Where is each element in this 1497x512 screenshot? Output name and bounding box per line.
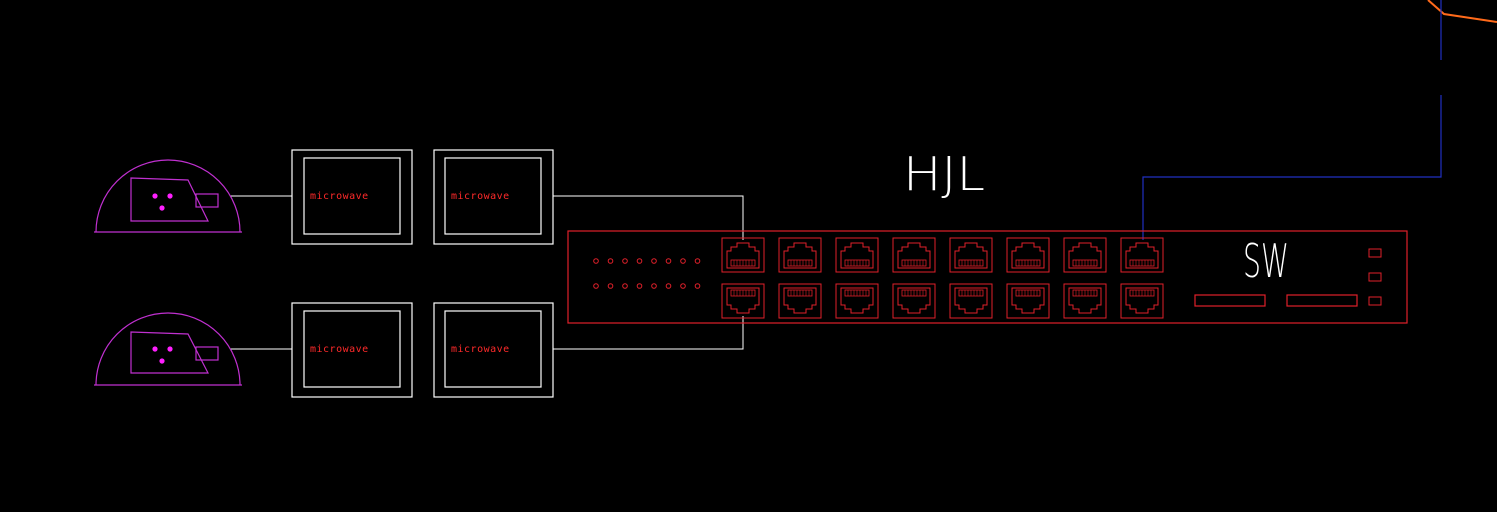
rj45-port <box>949 283 993 319</box>
indicator-led <box>694 283 701 289</box>
indicator-led <box>622 283 628 289</box>
cable-links <box>230 195 744 350</box>
indicator-led <box>680 258 686 264</box>
indicator-led <box>665 283 672 289</box>
switch-chassis <box>567 230 1408 324</box>
microwave-unit-4: microwave <box>433 302 554 398</box>
rj45-port <box>835 237 879 273</box>
microwave-unit-2: microwave <box>433 149 554 245</box>
rj45-port <box>1006 237 1050 273</box>
rj45-port <box>721 237 765 273</box>
antenna-1-dots <box>152 193 173 211</box>
cable-mw2-switch <box>553 195 744 240</box>
switch-ports <box>721 237 1164 319</box>
indicator-led <box>665 258 672 264</box>
rj45-port <box>1120 283 1164 319</box>
switch-label: SW <box>1243 234 1289 288</box>
side-led <box>1368 248 1382 258</box>
antenna-dish-1 <box>94 159 242 233</box>
diagram-title: HJL <box>903 147 985 201</box>
rj45-port <box>892 237 936 273</box>
rj45-port <box>1063 237 1107 273</box>
switch-slot-1 <box>1194 294 1266 307</box>
switch-slot-2 <box>1286 294 1358 307</box>
rj45-port <box>778 283 822 319</box>
rj45-port <box>892 283 936 319</box>
side-led <box>1368 296 1382 306</box>
indicator-led <box>593 283 599 289</box>
microwave-unit-1: microwave <box>291 149 413 245</box>
network-switch: SW <box>567 230 1408 324</box>
indicator-led <box>694 258 701 264</box>
rj45-port <box>1120 237 1164 273</box>
rj45-port <box>721 283 765 319</box>
uplink-line <box>1142 95 1442 240</box>
cable-mw4-switch <box>553 316 744 350</box>
rj45-port <box>835 283 879 319</box>
side-led <box>1368 272 1382 282</box>
indicator-led <box>680 283 686 289</box>
indicator-led <box>651 283 657 289</box>
external-link-line <box>1427 0 1497 23</box>
microwave-label: microwave <box>310 344 369 355</box>
microwave-label: microwave <box>310 191 369 202</box>
antenna-dish-2 <box>94 312 242 386</box>
indicator-leds <box>593 258 701 289</box>
indicator-led <box>636 258 643 264</box>
indicator-led <box>636 283 643 289</box>
indicator-led <box>607 258 614 264</box>
indicator-led <box>651 258 657 264</box>
microwave-label: microwave <box>451 191 510 202</box>
rj45-port <box>949 237 993 273</box>
indicator-led <box>607 283 614 289</box>
side-leds <box>1368 248 1382 306</box>
rj45-port <box>1063 283 1107 319</box>
microwave-label: microwave <box>451 344 510 355</box>
indicator-led <box>622 258 628 264</box>
antenna-2-dots <box>152 346 173 364</box>
rj45-port <box>778 237 822 273</box>
indicator-led <box>593 258 599 264</box>
rj45-port <box>1006 283 1050 319</box>
microwave-unit-3: microwave <box>291 302 413 398</box>
